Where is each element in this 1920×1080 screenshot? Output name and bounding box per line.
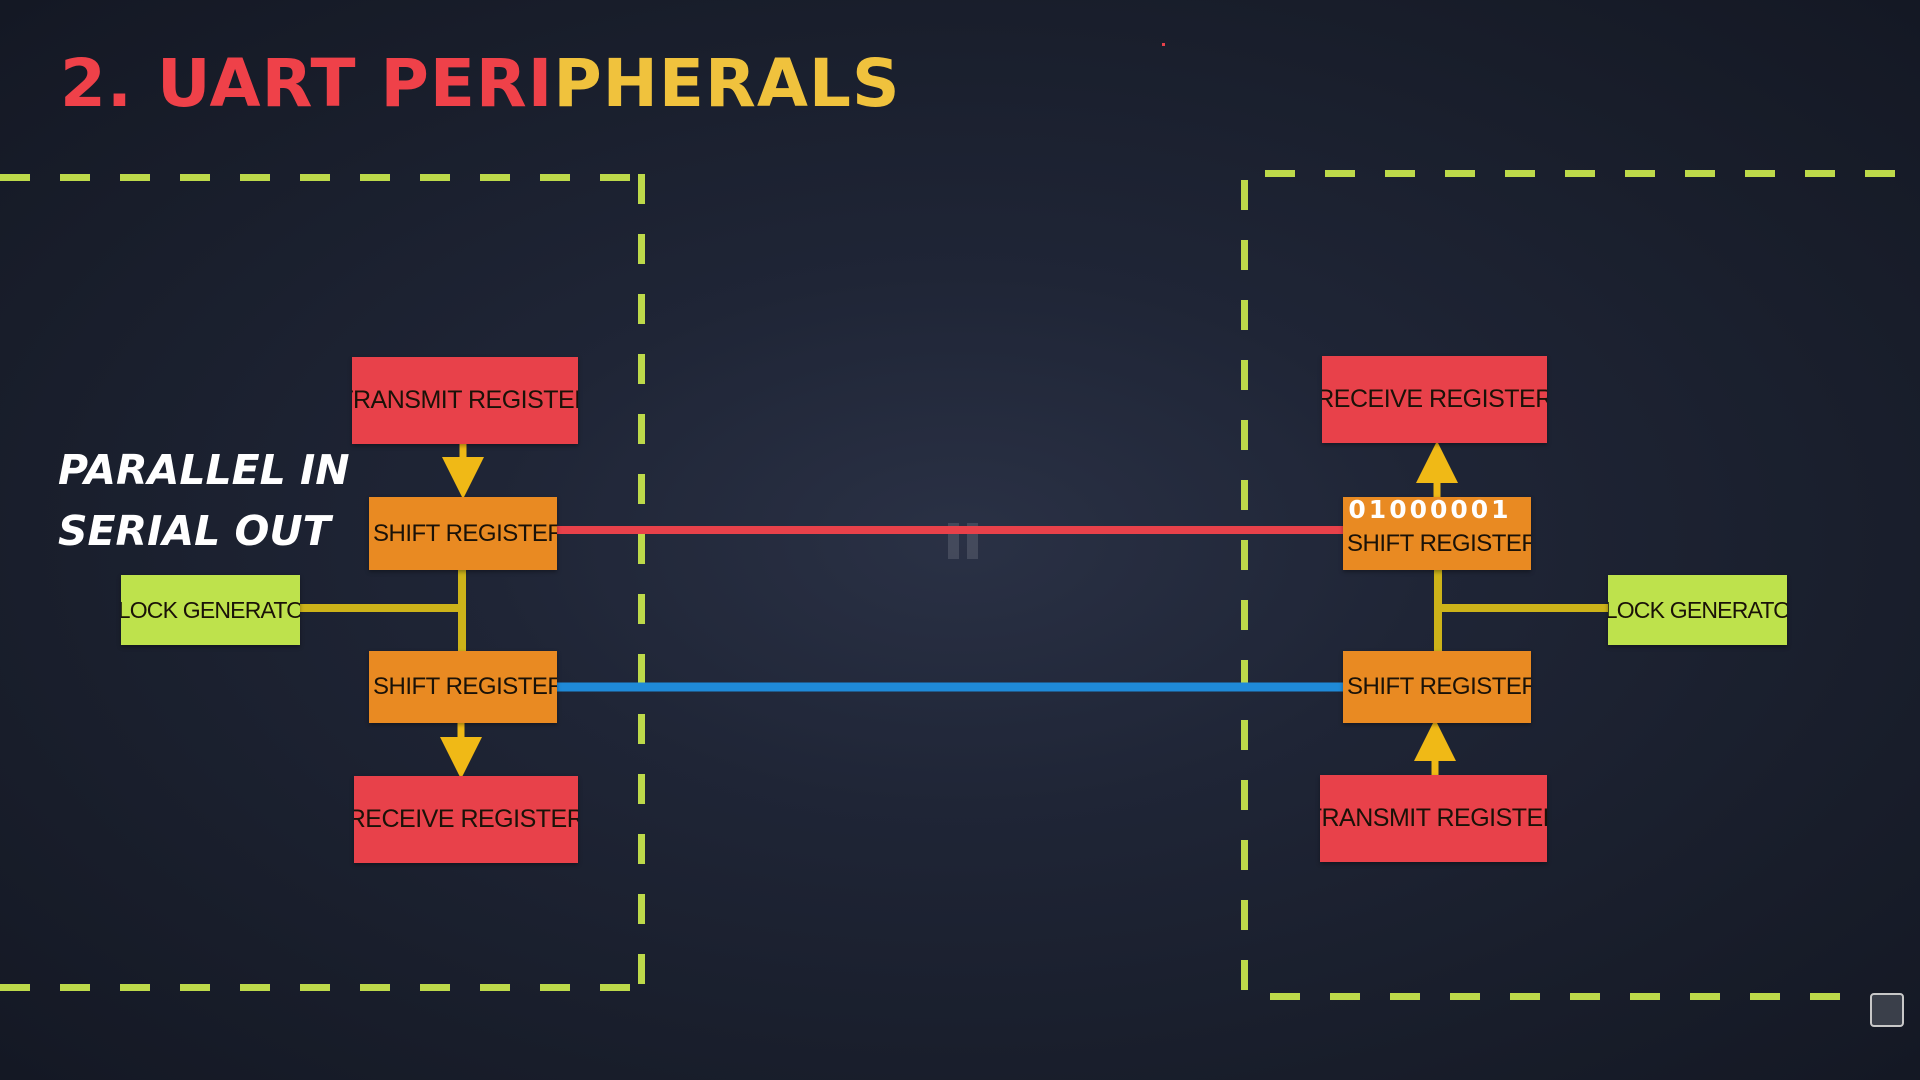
right-receive-register: RECEIVE REGISTER (1322, 356, 1547, 443)
right-data-bits: 01000001 (1348, 495, 1512, 524)
right-shift-register-bottom: SHIFT REGISTER (1343, 651, 1531, 723)
right-clock-generator: CLOCK GENERATOR (1608, 575, 1787, 645)
left-device-border-top (0, 174, 640, 181)
right-device-border-top (1265, 170, 1920, 177)
left-device-border-right (638, 174, 645, 984)
pause-icon (948, 523, 978, 559)
left-shift-register-bottom: SHIFT REGISTER (369, 651, 557, 723)
left-clock-generator: CLOCK GENERATOR (121, 575, 300, 645)
right-device-border-bottom (1270, 993, 1850, 1000)
title-part-red: 2. UART PERI (60, 45, 554, 122)
right-device-border-left (1241, 180, 1248, 995)
title-part-yellow: PHERALS (553, 45, 901, 122)
channel-logo-icon (1870, 993, 1904, 1027)
left-shift-register-top: SHIFT REGISTER (369, 497, 557, 570)
red-dot-mark (1162, 43, 1165, 46)
side-caption-line1: PARALLEL IN (58, 446, 350, 494)
left-receive-register: RECEIVE REGISTER (354, 776, 578, 863)
page-title: 2. UART PERIPHERALS (60, 40, 901, 128)
side-caption: PARALLEL IN SERIAL OUT (58, 440, 350, 562)
right-shift-register-top: SHIFT REGISTER (1343, 497, 1531, 570)
left-device-border-bottom (0, 984, 645, 991)
side-caption-line2: SERIAL OUT (58, 507, 331, 555)
